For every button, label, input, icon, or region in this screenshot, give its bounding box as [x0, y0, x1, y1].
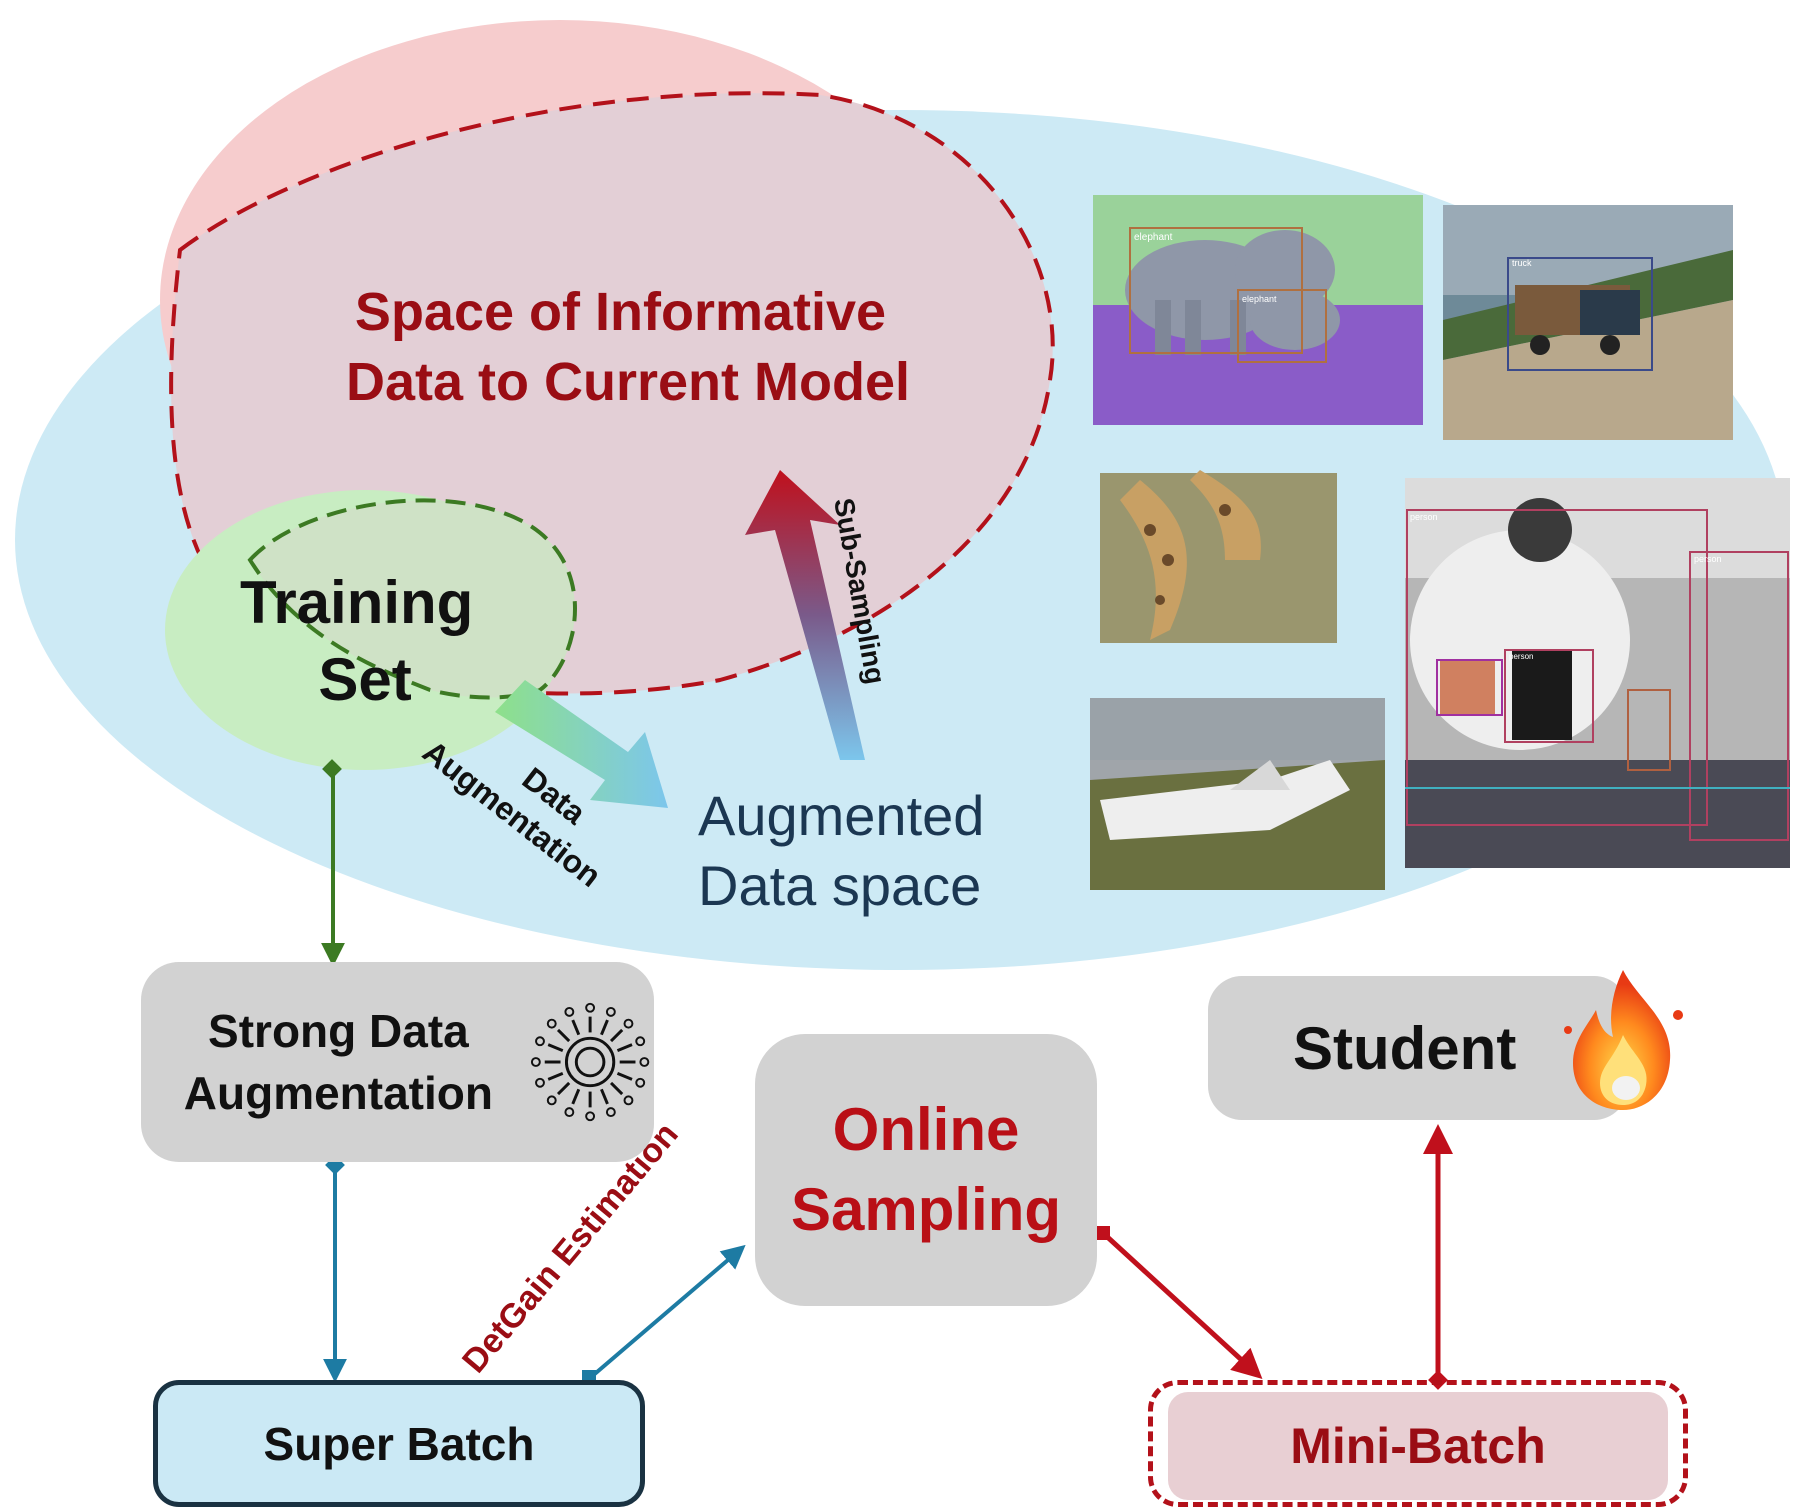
mini-batch-label: Mini-Batch [1290, 1418, 1546, 1474]
burst-dot [605, 1107, 616, 1118]
burst-ray [609, 1028, 624, 1043]
data-augmentation-arrow [495, 680, 668, 808]
burst-ray [616, 1071, 633, 1081]
burst-dot [546, 1095, 557, 1106]
burst-ray [609, 1081, 624, 1096]
super-batch-box: Super Batch [153, 1380, 645, 1507]
burst-ray [547, 1043, 564, 1053]
strong-augmentation-box: Strong Data Augmentation [141, 962, 654, 1162]
thumb-label: person [1509, 652, 1533, 661]
burst-dot [584, 1002, 595, 1013]
burst-dot [564, 1006, 575, 1017]
burst-ray [599, 1088, 609, 1105]
thumb-label: truck [1512, 258, 1532, 268]
thumb-label: person [1694, 554, 1722, 564]
sub-sampling-arrow [745, 470, 865, 760]
burst-dot [635, 1036, 645, 1047]
thumb-label: elephant [1242, 294, 1277, 304]
burst-dot [623, 1095, 634, 1106]
radial-burst-icon [530, 1002, 650, 1122]
burst-dot [534, 1077, 545, 1088]
burst-dot [623, 1018, 634, 1029]
informative-space-label: Space of Informative Data to Current Mod… [346, 282, 910, 412]
thumb-label: person [1410, 512, 1438, 522]
augmented-space-label: Augmented Data space [698, 784, 1000, 917]
burst-dot [530, 1057, 541, 1067]
burst-dot [534, 1036, 545, 1047]
burst-dot [546, 1018, 557, 1029]
thumbnail-giraffe [1100, 470, 1337, 643]
online-sampling-label: Online Sampling [790, 1096, 1062, 1243]
burst-dot [584, 1111, 595, 1122]
burst-ray [571, 1088, 580, 1105]
fire-icon [1564, 970, 1683, 1110]
student-label: Student [1293, 1014, 1517, 1082]
burst-ray [556, 1081, 571, 1096]
thumb-label: elephant [1134, 232, 1173, 243]
super-batch-label: Super Batch [263, 1417, 535, 1470]
burst-dot [564, 1107, 575, 1118]
burst-ray [599, 1019, 609, 1036]
connector-dot [1096, 1226, 1110, 1240]
burst-dot [605, 1006, 616, 1017]
student-box: Student [1208, 976, 1628, 1120]
burst-dot [635, 1077, 645, 1088]
connector-online-to-minibatch [1101, 1231, 1263, 1380]
burst-dot [639, 1057, 650, 1067]
strong-augmentation-label: Strong Data Augmentation [183, 1005, 493, 1119]
online-sampling-box: Online Sampling [755, 1034, 1097, 1306]
mini-batch-frame [1148, 1380, 1688, 1507]
burst-ray [571, 1019, 580, 1036]
connector-superbatch-to-online [588, 1244, 746, 1380]
mini-batch-box: Mini-Batch [1168, 1392, 1668, 1500]
connector-dot [322, 759, 342, 779]
burst-ray [547, 1071, 564, 1081]
burst-ray [556, 1028, 571, 1043]
thumbnail-elephant: elephant elephant [1093, 195, 1423, 425]
training-set-label: Training Set [240, 569, 490, 713]
thumbnail-airplane [1090, 698, 1385, 890]
burst-ray [616, 1043, 633, 1053]
thumbnail-truck: truck [1443, 205, 1733, 440]
thumbnail-kitchen: person person person [1405, 478, 1790, 868]
training-set-overlap [247, 498, 577, 700]
